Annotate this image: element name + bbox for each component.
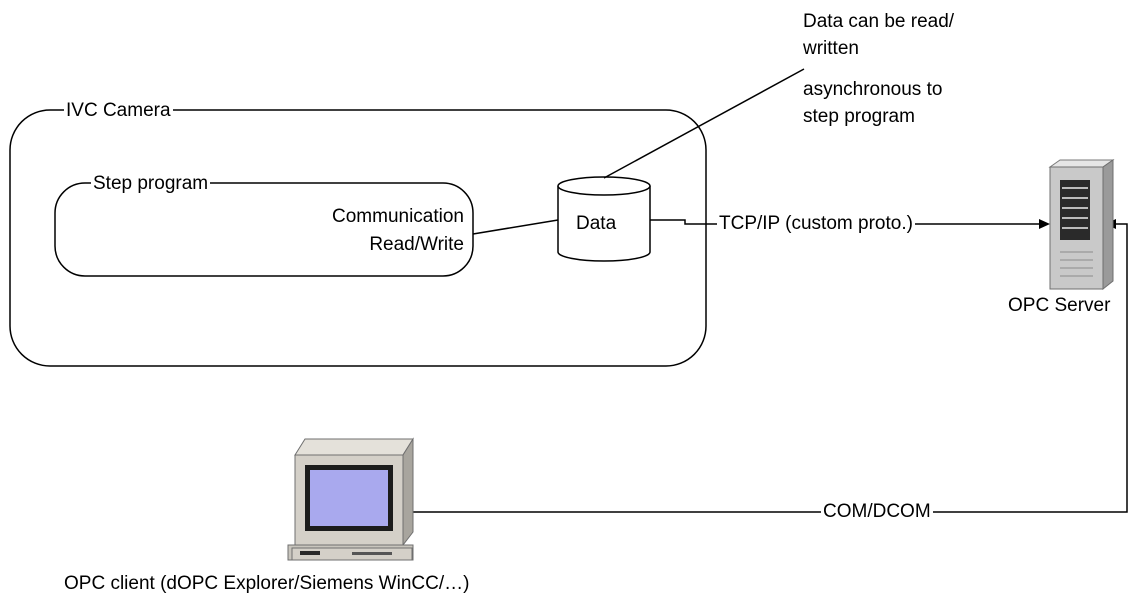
- client-label: OPC client (dOPC Explorer/Siemens WinCC/…: [64, 573, 470, 594]
- camera-group-label: IVC Camera: [64, 99, 173, 122]
- step-group-box: [54, 182, 474, 277]
- note-line-2: written: [803, 38, 859, 59]
- note-line-4: step program: [803, 106, 915, 127]
- camera-group-box: [9, 109, 707, 367]
- com-link-line: [348, 223, 1128, 513]
- desktop-computer-icon: [287, 437, 414, 561]
- data-cylinder-icon: [557, 176, 651, 262]
- server-label: OPC Server: [1008, 295, 1111, 316]
- data-store-label: Data: [576, 213, 617, 234]
- com-link-label: COM/DCOM: [821, 500, 933, 523]
- read-write-label: Read/Write: [369, 234, 464, 255]
- note-connector: [603, 68, 805, 179]
- comm-data-connector: [472, 219, 559, 235]
- server-tower-icon: [1048, 159, 1115, 291]
- step-group-label: Step program: [91, 172, 211, 195]
- tcp-link-label: TCP/IP (custom proto.): [717, 212, 915, 235]
- tcp-arrowhead-icon: [1039, 219, 1050, 229]
- note-line-3: asynchronous to: [803, 79, 943, 100]
- note-line-1: Data can be read/: [803, 11, 955, 32]
- communication-label: Communication: [332, 206, 464, 227]
